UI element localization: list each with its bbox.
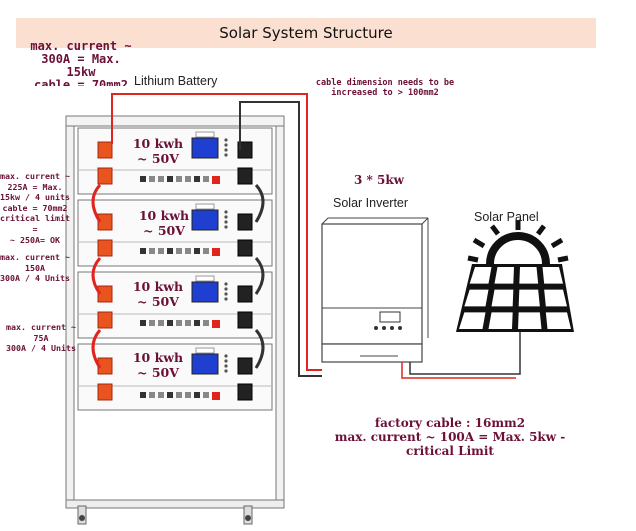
- panel-cell: [544, 289, 567, 307]
- diagram-title: Solar System Structure: [219, 24, 393, 42]
- panel-cell: [519, 267, 539, 284]
- panel-cell: [494, 267, 514, 284]
- solar-inverter-unit: [321, 217, 429, 363]
- battery-modules: [77, 127, 273, 411]
- solar-inverter-label: Solar Inverter: [333, 196, 409, 210]
- solar-panel-unit: [456, 220, 574, 332]
- module-2-label: 10 kwh ~ 50V: [138, 208, 190, 238]
- daisy-chain-cables: [91, 183, 265, 369]
- panel-cell: [459, 312, 486, 329]
- battery-module-2: [77, 199, 273, 267]
- inverter-count-label: 3 * 5kw: [354, 173, 404, 187]
- panel-cell: [518, 312, 542, 329]
- level-150a-note: max. current ~ 150A 300A / 4 Units: [0, 252, 70, 284]
- battery-module-4: [77, 343, 273, 411]
- negative-cable-to-inverter: [239, 101, 322, 377]
- positive-cable-to-inverter: [111, 93, 322, 371]
- module-4-label: 10 kwh ~ 50V: [132, 350, 184, 380]
- battery-module-3: [77, 271, 273, 339]
- title-banner: [16, 18, 596, 48]
- level-225a-note: max. current ~ 225A = Max. 15kw / 4 unit…: [0, 171, 70, 245]
- panel-cell: [542, 267, 563, 284]
- panel-cell: [464, 289, 489, 307]
- panel-cell: [488, 312, 513, 329]
- lithium-battery-label: Lithium Battery: [134, 74, 218, 88]
- panel-cell: [545, 312, 571, 329]
- panel-cell: [491, 289, 514, 307]
- level-75a-note: max. current ~ 75A 300A / 4 Units: [6, 322, 76, 354]
- factory-cable-note: factory cable : 16mm2 max. current ~ 100…: [334, 416, 566, 458]
- cable-upgrade-note: cable dimension needs to be increased to…: [315, 78, 455, 98]
- solar-panel-label: Solar Panel: [474, 210, 539, 224]
- panel-cell: [469, 267, 492, 284]
- module-1-label: 10 kwh ~ 50V: [132, 136, 184, 166]
- module-3-label: 10 kwh ~ 50V: [132, 279, 184, 309]
- top-current-note: max. current ~ 300A = Max. 15kw cable = …: [30, 40, 132, 86]
- panel-cable-positive: [401, 362, 516, 379]
- battery-rack: [65, 115, 285, 525]
- panel-cell: [518, 289, 540, 307]
- panel-cable-negative: [409, 320, 521, 375]
